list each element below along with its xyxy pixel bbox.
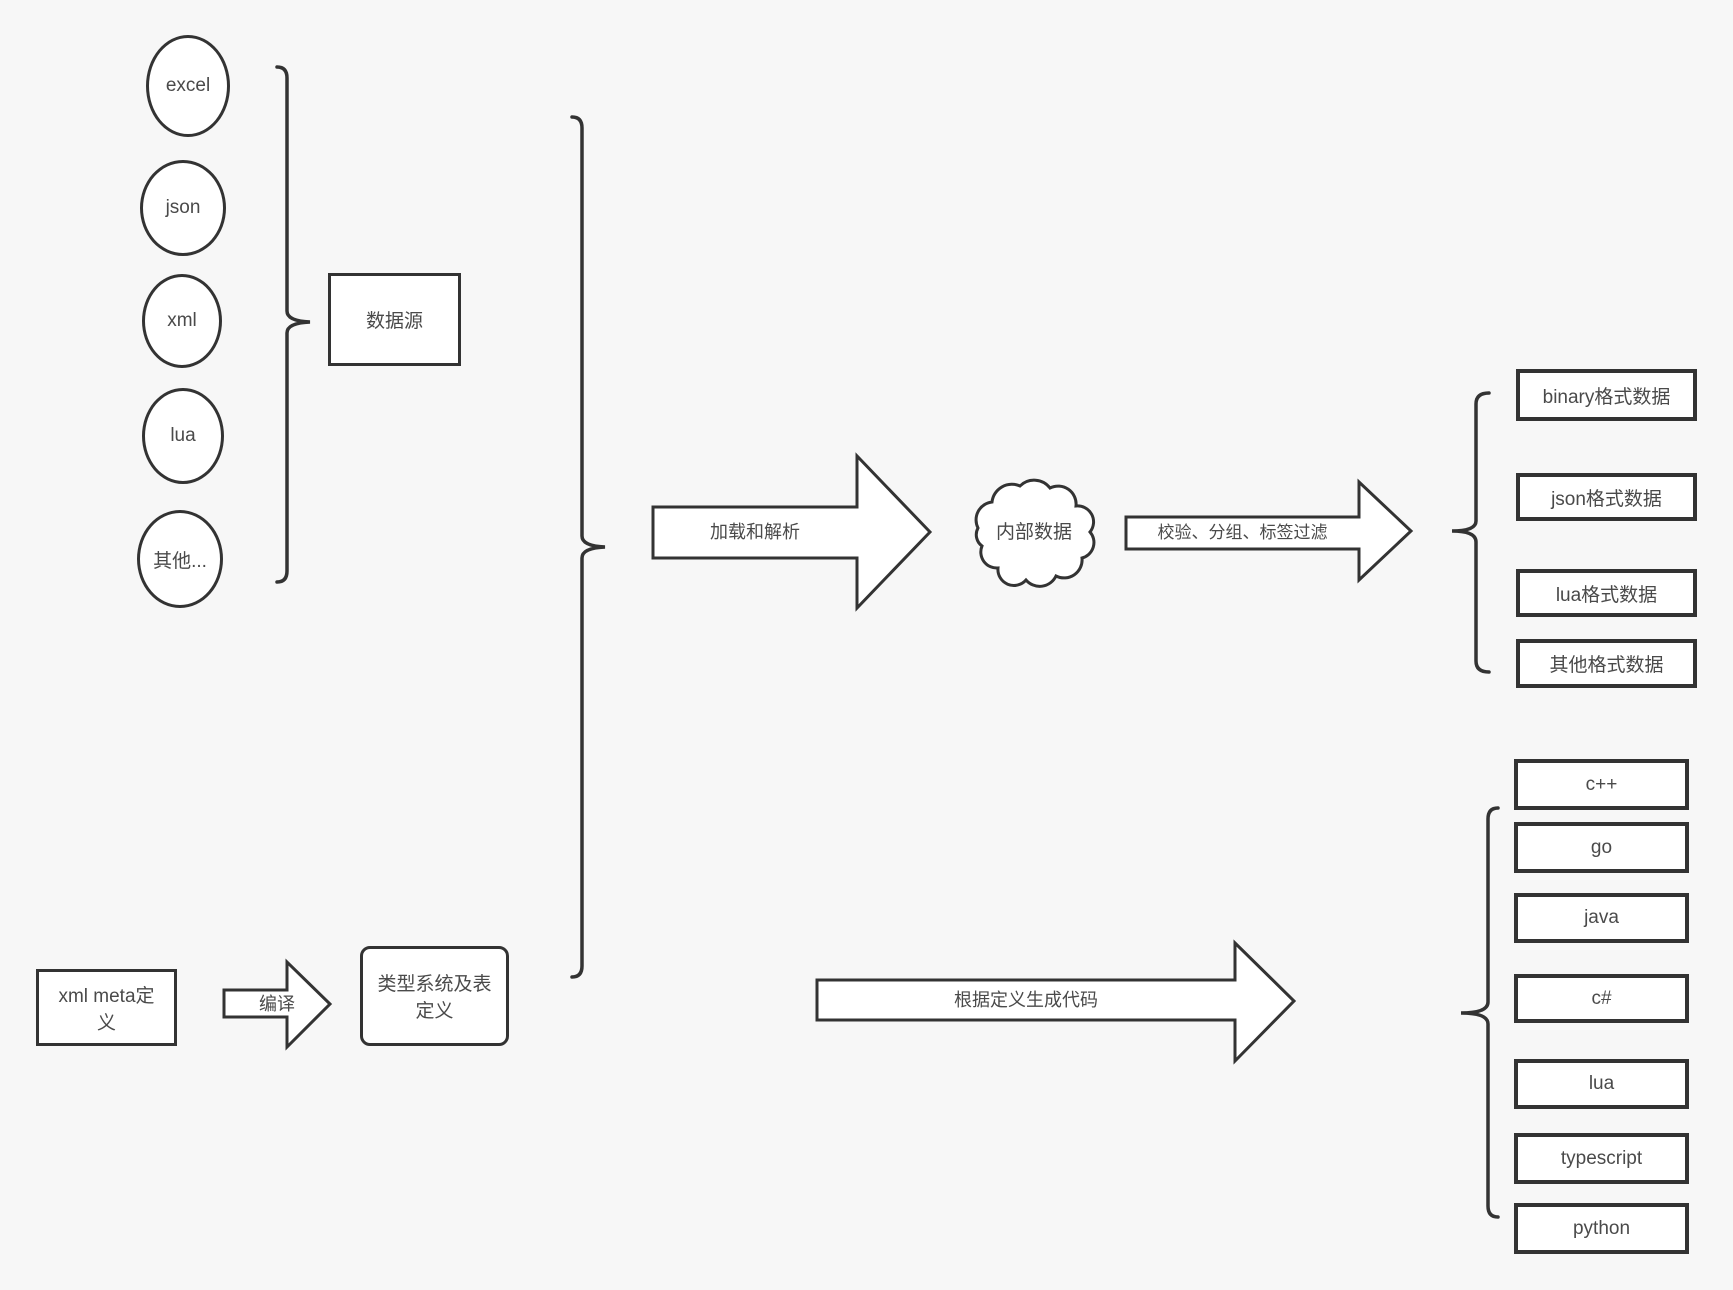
lang-box-cpp[interactable]: c++ — [1514, 759, 1689, 810]
internal-data-cloud[interactable] — [974, 478, 1096, 588]
source-node-label: xml — [167, 310, 197, 331]
lang-box-typescript[interactable]: typescript — [1514, 1133, 1689, 1184]
source-node-label: json — [165, 197, 201, 218]
format-box-label: 其他格式数据 — [1549, 655, 1664, 676]
lang-box-label: go — [1590, 836, 1613, 858]
lang-box-label: c++ — [1585, 773, 1618, 795]
compile-arrow[interactable] — [222, 958, 333, 1051]
lang-box-lua[interactable]: lua — [1514, 1059, 1689, 1109]
format-box-binary[interactable]: binary格式数据 — [1516, 369, 1697, 421]
format-box-label: lua格式数据 — [1555, 584, 1658, 606]
source-node-label: 其他... — [153, 550, 207, 572]
main-input-brace[interactable] — [570, 115, 606, 979]
format-box-lua[interactable]: lua格式数据 — [1516, 569, 1697, 617]
lang-box-label: python — [1572, 1217, 1631, 1239]
lang-box-label: java — [1584, 907, 1619, 928]
lang-box-java[interactable]: java — [1514, 893, 1689, 943]
type-system-label: 类型系统及表定义 — [377, 974, 492, 1022]
format-box-other[interactable]: 其他格式数据 — [1516, 639, 1697, 688]
lang-box-label: typescript — [1560, 1147, 1643, 1169]
data-formats-brace[interactable] — [1451, 391, 1491, 674]
source-node-others[interactable]: 其他... — [137, 510, 223, 608]
xml-meta-box[interactable]: xml meta定义 — [36, 969, 177, 1046]
format-box-json[interactable]: json格式数据 — [1516, 473, 1697, 521]
data-source-box[interactable]: 数据源 — [328, 273, 461, 366]
data-source-label: 数据源 — [365, 311, 423, 332]
source-node-label: lua — [170, 425, 196, 446]
xml-meta-label: xml meta定义 — [58, 985, 155, 1034]
format-box-label: json格式数据 — [1551, 488, 1662, 510]
lang-box-csharp[interactable]: c# — [1514, 974, 1689, 1023]
source-node-xml[interactable]: xml — [142, 274, 222, 368]
type-system-box[interactable]: 类型系统及表定义 — [360, 946, 509, 1046]
lang-box-label: lua — [1588, 1073, 1615, 1094]
languages-brace[interactable] — [1460, 806, 1500, 1219]
filter-arrow[interactable] — [1124, 478, 1414, 584]
lang-box-python[interactable]: python — [1514, 1203, 1689, 1254]
source-node-label: excel — [165, 75, 211, 96]
source-node-excel[interactable]: excel — [146, 35, 230, 137]
source-node-json[interactable]: json — [140, 160, 226, 256]
sources-brace[interactable] — [275, 65, 311, 584]
format-box-label: binary格式数据 — [1542, 386, 1671, 408]
codegen-arrow[interactable] — [815, 939, 1297, 1065]
load-parse-arrow[interactable] — [651, 452, 933, 612]
lang-box-go[interactable]: go — [1514, 822, 1689, 873]
source-node-lua[interactable]: lua — [142, 388, 224, 484]
lang-box-label: c# — [1591, 987, 1612, 1009]
